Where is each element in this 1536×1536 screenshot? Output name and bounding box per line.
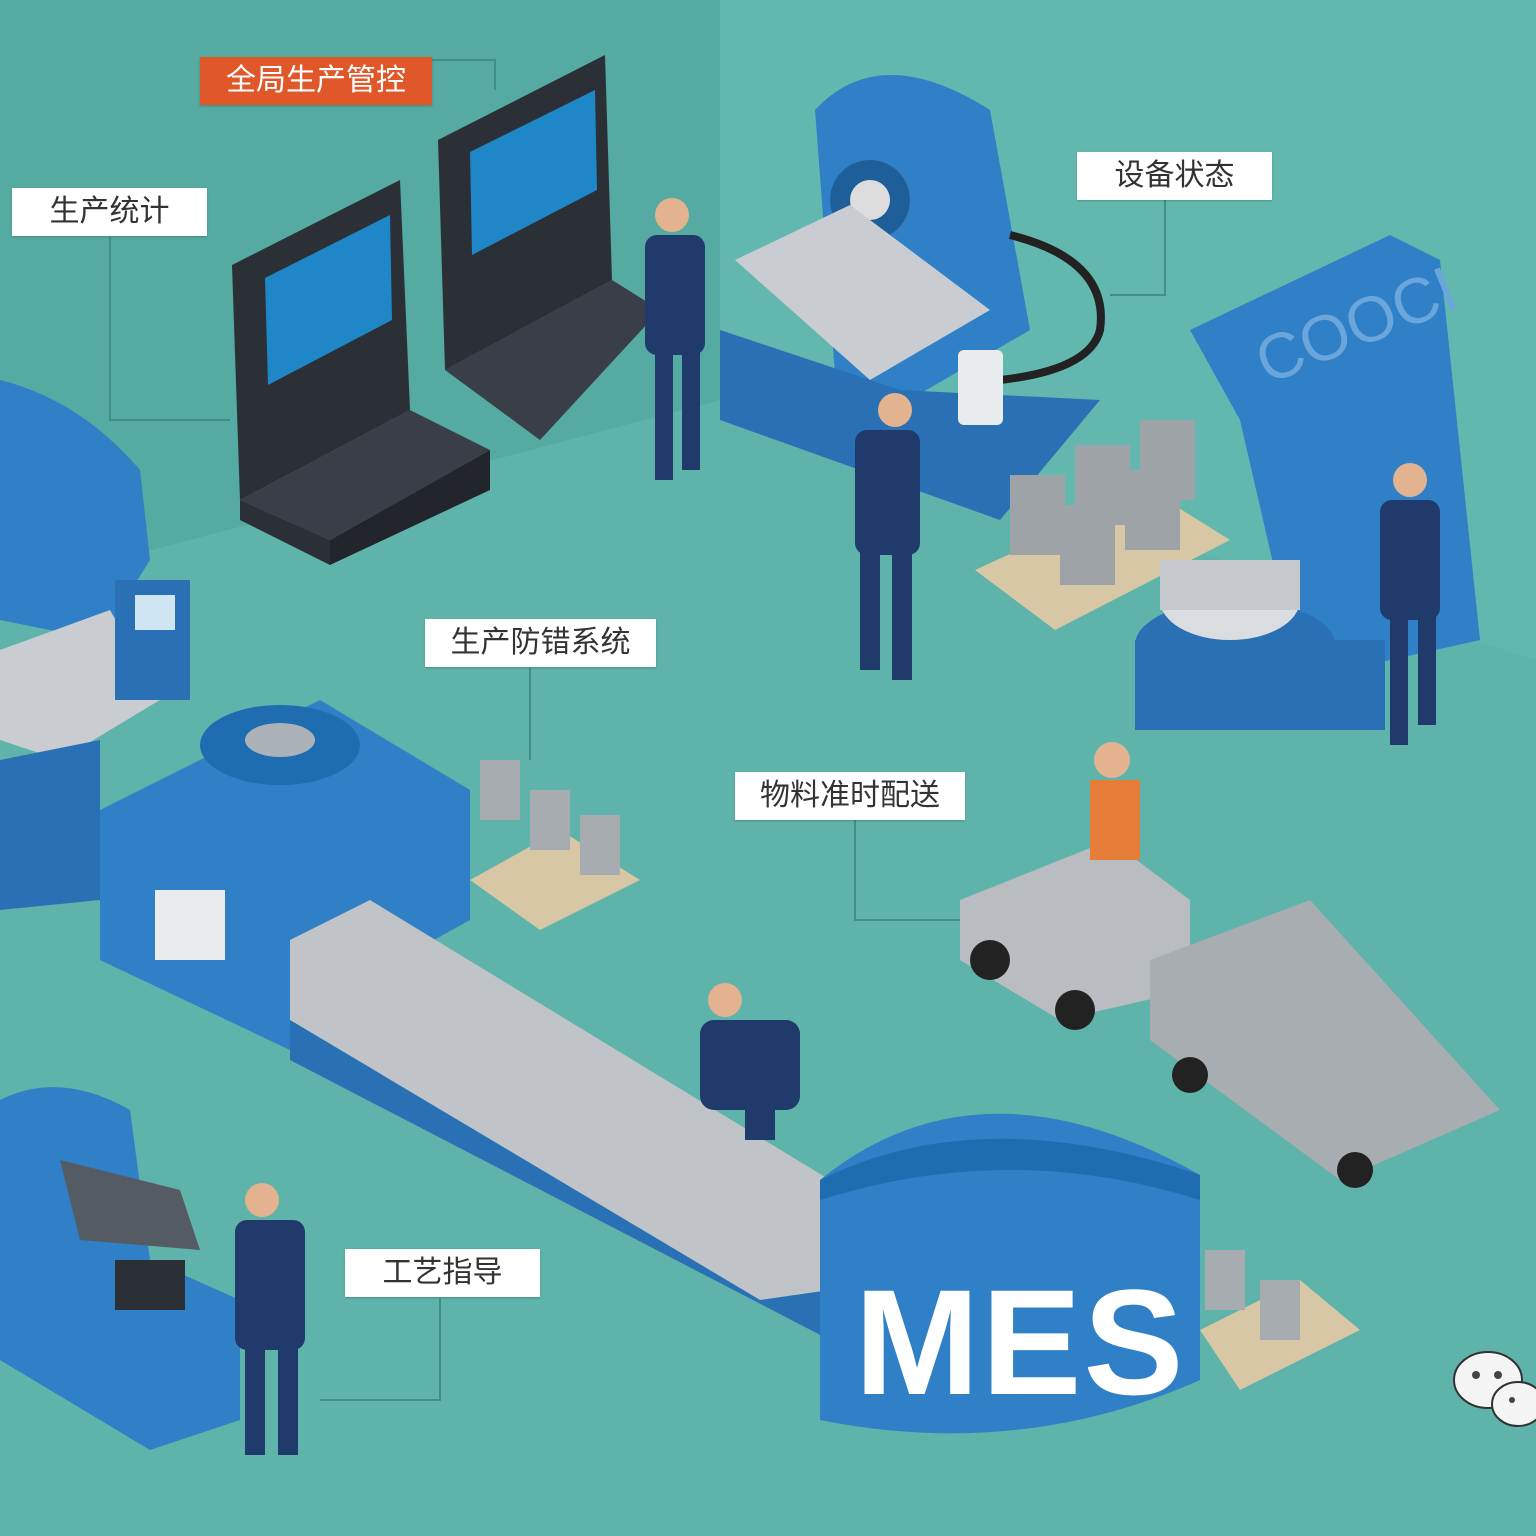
label-process-guidance: 工艺指导 [345,1249,540,1297]
delivery-cart [960,742,1500,1188]
label-error-proofing-system: 生产防错系统 [425,619,656,667]
lathe-left-bottom [0,1087,240,1450]
machine-left-top [0,380,190,910]
worker [855,393,920,680]
worker [1380,463,1440,745]
mes-title: MES [854,1258,1186,1426]
conveyor-station [100,700,830,1340]
parts-pallet-middle [470,760,640,930]
parts-pallet-bottom [1200,1250,1360,1390]
milling-machine-top [720,75,1105,520]
wechat-icon [1453,1351,1536,1427]
label-equipment-status: 设备状态 [1077,152,1272,200]
label-global-production-control: 全局生产管控 [200,57,432,105]
workers [235,198,1440,1455]
mes-unit [820,1113,1200,1434]
control-panel-right [438,55,660,440]
label-production-statistics: 生产统计 [12,188,207,236]
worker [700,983,800,1140]
label-material-delivery: 物料准时配送 [735,772,965,820]
worker [645,198,705,480]
control-panel-left [232,180,490,565]
parts-pallet-top [975,420,1230,630]
worker [235,1183,305,1455]
